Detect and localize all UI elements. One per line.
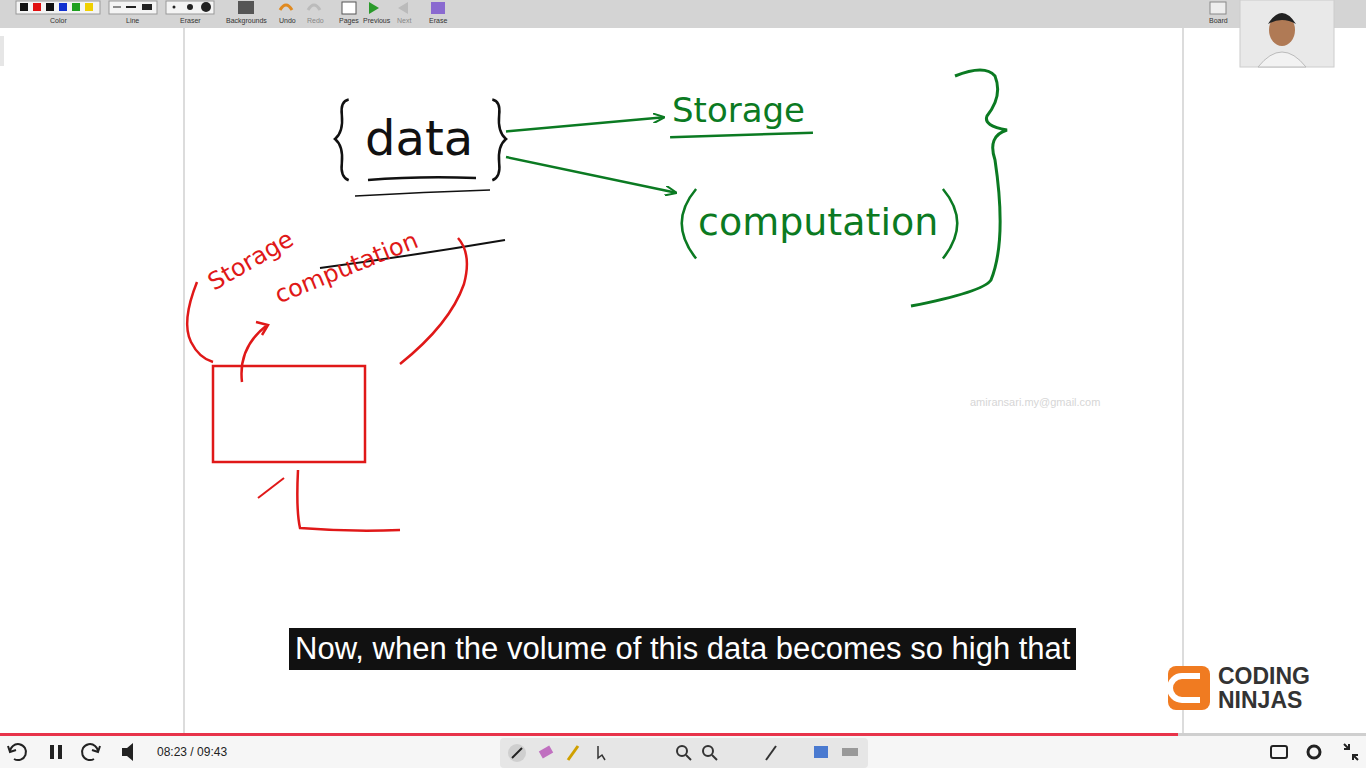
toolbar-label: Previous <box>363 17 390 24</box>
subtitle: Now, when the volume of this data become… <box>289 628 1076 670</box>
watermark: amiransari.my@gmail.com <box>970 396 1100 408</box>
arrow-connector <box>506 157 676 193</box>
toolbar-label: Backgrounds <box>226 17 267 24</box>
toolbar-label: Undo <box>279 17 296 24</box>
toolbar-label: Color <box>50 17 67 24</box>
toolbar-label: Redo <box>307 17 324 24</box>
arrow-connector <box>506 117 664 131</box>
node-text: computation <box>698 200 941 246</box>
node-text: Storage <box>672 90 808 131</box>
toolbar-label: Pages <box>339 17 359 24</box>
toolbar-label: Next <box>397 17 411 24</box>
computation-node: computation <box>676 186 963 260</box>
node-text: data <box>365 110 476 168</box>
toolbar-label: Erase <box>429 17 447 24</box>
storage-node: Storage <box>664 82 816 139</box>
data-node: data <box>335 96 506 182</box>
time-display: 08:23 / 09:43 <box>157 745 227 759</box>
toolbar-label: Board <box>1209 17 1228 24</box>
toolbar-label: Eraser <box>180 17 201 24</box>
toolbar-label: Line <box>126 17 139 24</box>
brand-logo-text: CODING NINJAS <box>1218 664 1330 712</box>
